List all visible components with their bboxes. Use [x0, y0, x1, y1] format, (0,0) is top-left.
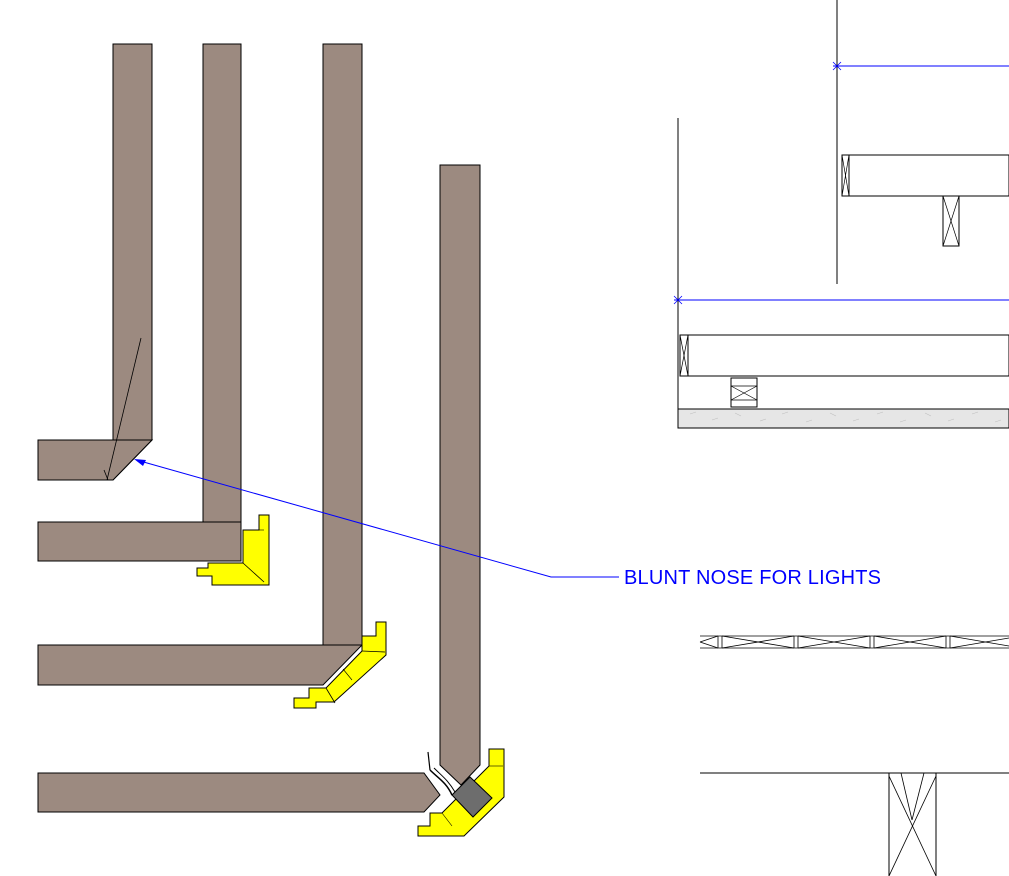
board-vertical — [104, 43, 153, 481]
sleeper — [730, 377, 758, 408]
board-horizontal — [37, 644, 364, 686]
joist — [679, 334, 1009, 377]
board-vertical — [202, 43, 242, 523]
section-detail-upper — [832, 0, 1009, 284]
joist — [841, 154, 1009, 197]
concrete-slab — [677, 408, 1009, 429]
corner-bracket — [417, 748, 505, 837]
light-fixture — [451, 776, 493, 818]
fascia-profile-beveled — [37, 43, 387, 709]
annotation-label: BLUNT NOSE FOR LIGHTS — [624, 567, 882, 589]
corner-bracket — [196, 514, 270, 586]
fascia-profile-square — [37, 43, 270, 586]
section-detail-slab — [673, 118, 1009, 429]
batten-row — [699, 635, 1009, 649]
post-detail — [700, 772, 1009, 876]
fascia-profile-blunt-nose — [37, 43, 154, 481]
leader-arrowhead — [134, 459, 146, 466]
blocking — [942, 195, 960, 247]
board-horizontal — [37, 772, 441, 813]
board-horizontal — [37, 439, 154, 481]
miter-line — [106, 337, 142, 481]
light-wire — [427, 751, 431, 771]
board-vertical — [322, 43, 363, 646]
fascia-profile-with-light — [37, 164, 505, 837]
annotation-leader — [134, 459, 619, 578]
corner-bracket — [293, 621, 387, 709]
wire-bundle — [429, 769, 453, 796]
board-horizontal — [37, 521, 242, 562]
board-vertical — [439, 164, 481, 786]
